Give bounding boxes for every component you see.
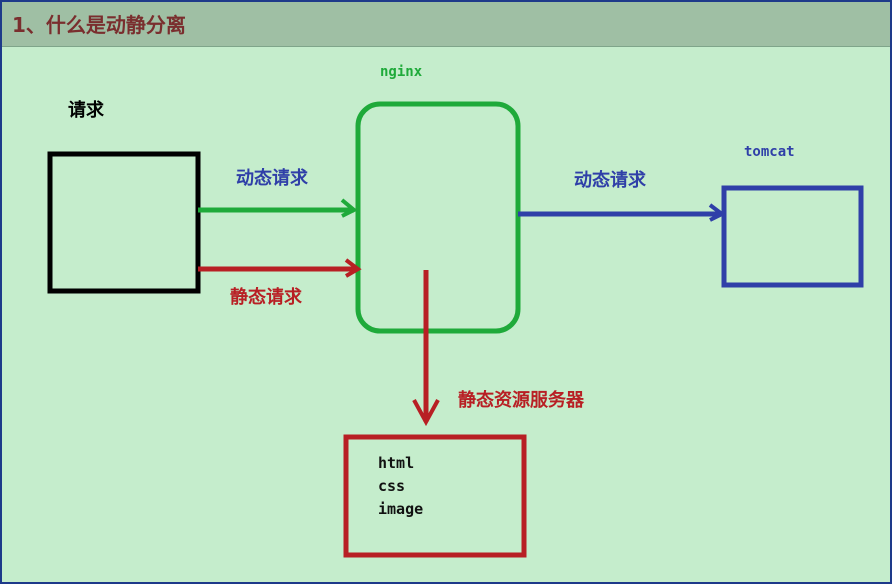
architecture-diagram: 请求 nginx tomcat html css image 动态请求 静态请求… [12, 48, 880, 576]
nginx-label: nginx [380, 64, 423, 80]
dynamic-request-label-right: 动态请求 [574, 169, 647, 191]
static-resource-html: html [378, 454, 414, 472]
static-server-box [343, 434, 527, 558]
title-bar: 1、什么是动静分离 [2, 2, 890, 47]
tomcat-arrow-head [708, 203, 726, 222]
client-label: 请求 [68, 99, 105, 121]
static-server-label: 静态资源服务器 [458, 389, 585, 411]
static-arrow-head [344, 258, 362, 278]
static-resource-css: css [378, 477, 405, 495]
client-box [47, 151, 201, 294]
dynamic-arrow-head [340, 198, 358, 218]
tomcat-label: tomcat [744, 144, 795, 160]
static-resource-image: image [378, 500, 423, 518]
static-server-arrow-head [412, 399, 440, 427]
static-request-label-left: 静态请求 [230, 286, 303, 308]
tomcat-box [721, 185, 864, 288]
nginx-box [355, 101, 521, 334]
slide-title: 1、什么是动静分离 [12, 13, 186, 37]
dynamic-request-label-left: 动态请求 [236, 167, 309, 189]
